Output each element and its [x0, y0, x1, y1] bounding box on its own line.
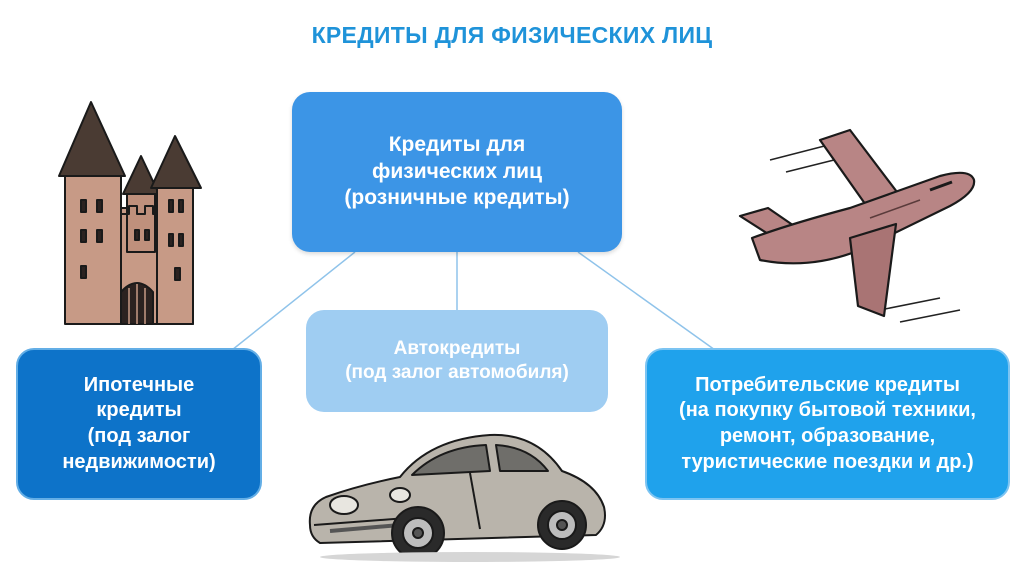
auto-loans-box: Автокредиты (под залог автомобиля): [306, 310, 608, 412]
auto-loans-line-2: (под залог автомобиля): [345, 362, 569, 383]
retail-loans-line-3: (розничные кредиты): [344, 186, 570, 210]
consumer-line-2: (на покупку бытовой техники,: [679, 399, 976, 422]
mortgage-loans-box: Ипотечные кредиты (под залог недвижимост…: [16, 348, 262, 500]
consumer-line-4: туристические поездки и др.): [681, 450, 974, 473]
consumer-line-3: ремонт, образование,: [719, 425, 936, 447]
page-title: КРЕДИТЫ ДЛЯ ФИЗИЧЕСКИХ ЛИЦ: [311, 22, 713, 48]
mortgage-line-1: Ипотечные: [83, 373, 195, 396]
consumer-loans-box: Потребительские кредиты (на покупку быто…: [645, 348, 1010, 500]
retail-loans-line-2: физических лиц: [372, 159, 542, 183]
consumer-line-1: Потребительские кредиты: [695, 373, 960, 396]
mortgage-line-4: недвижимости): [62, 450, 216, 473]
castle-illustration: [58, 101, 202, 325]
car-illustration: [308, 433, 620, 562]
auto-loans-line-1: Автокредиты: [393, 337, 521, 359]
connector-to-consumer: [577, 251, 716, 351]
mortgage-line-3: (под залог: [87, 425, 191, 447]
mortgage-line-2: кредиты: [96, 399, 182, 422]
retail-loans-box: Кредиты для физических лиц (розничные кр…: [292, 92, 622, 252]
retail-loans-line-1: Кредиты для: [388, 132, 526, 156]
connector-to-mortgage: [231, 251, 356, 351]
airplane-illustration: [738, 128, 976, 323]
